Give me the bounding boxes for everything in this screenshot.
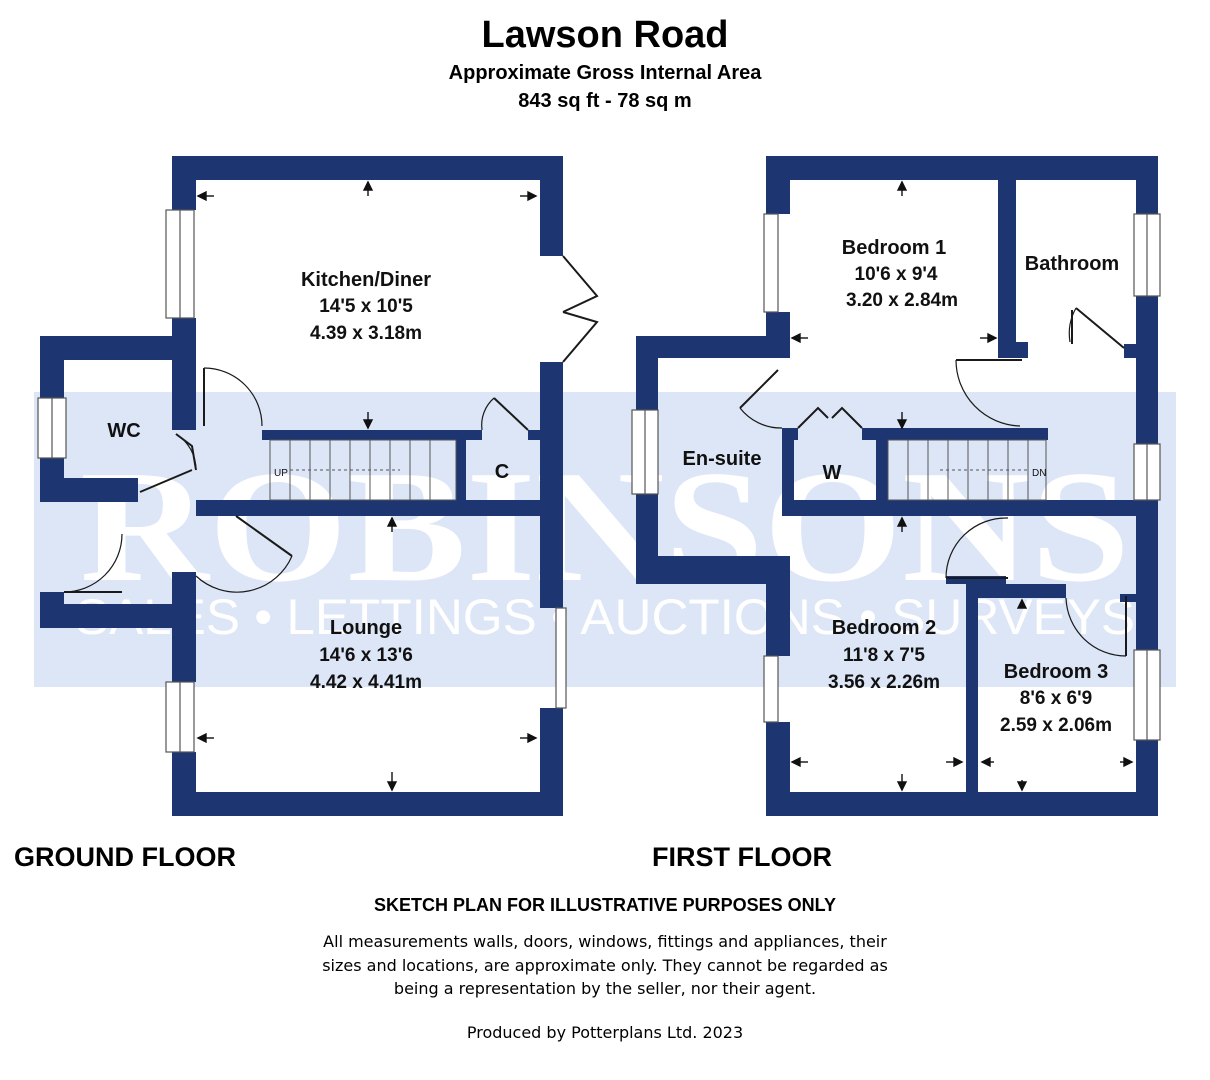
ground-stairs <box>269 439 457 501</box>
kitchen-imperial: 14'5 x 10'5 <box>319 296 413 317</box>
produced-by: Produced by Potterplans Ltd. 2023 <box>466 1023 744 1042</box>
lounge-name: Lounge <box>330 617 402 639</box>
bedroom2-imperial: 11'8 x 7'5 <box>843 645 925 666</box>
ground-floor-label: GROUND FLOOR <box>14 842 236 872</box>
ground-floor-walls <box>40 156 563 816</box>
first-stairs <box>887 439 1047 501</box>
disclaimer-line-1: All measurements walls, doors, windows, … <box>323 932 887 951</box>
ground-floor-doors <box>63 255 599 593</box>
bedroom3-metric: 2.59 x 2.06m <box>1000 715 1112 736</box>
ensuite-name: En-suite <box>683 448 762 470</box>
kitchen-name: Kitchen/Diner <box>301 269 431 291</box>
bedroom2-metric: 3.56 x 2.26m <box>828 672 940 693</box>
lounge-imperial: 14'6 x 13'6 <box>319 645 413 666</box>
bedroom1-name: Bedroom 1 <box>842 237 946 259</box>
plan-title: Lawson Road <box>481 14 729 56</box>
cupboard-name: C <box>495 461 509 483</box>
kitchen-metric: 4.39 x 3.18m <box>310 323 422 344</box>
watermark-brand: ROBINSONS <box>80 437 1130 615</box>
bedroom1-imperial: 10'6 x 9'4 <box>855 264 938 285</box>
bedroom1-metric: 3.20 x 2.84m <box>846 290 958 311</box>
lounge-metric: 4.42 x 4.41m <box>310 672 422 693</box>
gross-area: 843 sq ft - 78 sq m <box>518 90 692 112</box>
watermark-services: SALES • LETTINGS • AUCTIONS • SURVEYS <box>75 589 1135 645</box>
bedroom3-name: Bedroom 3 <box>1004 661 1108 683</box>
bathroom-name: Bathroom <box>1025 253 1119 275</box>
first-floor-windows <box>631 213 1161 741</box>
disclaimer-line-3: being a representation by the seller, no… <box>393 979 817 998</box>
disclaimer-line-2: sizes and locations, are approximate onl… <box>322 956 888 975</box>
bedroom3-imperial: 8'6 x 6'9 <box>1020 688 1092 709</box>
bedroom2-name: Bedroom 2 <box>832 617 936 639</box>
watermark-band <box>34 392 1176 687</box>
first-floor-walls <box>636 156 1158 816</box>
first-stairs-label: DN <box>1032 468 1046 479</box>
ground-floor-windows <box>37 209 567 753</box>
ground-dimension-arrows <box>196 180 538 792</box>
ground-stairs-label: UP <box>274 468 288 479</box>
first-floor-label: FIRST FLOOR <box>652 842 832 872</box>
first-floor-doors <box>739 307 1127 657</box>
disclaimer-title: SKETCH PLAN FOR ILLUSTRATIVE PURPOSES ON… <box>373 895 837 915</box>
wardrobe-name: W <box>823 462 842 484</box>
first-dimension-arrows <box>790 180 1134 792</box>
wc-name: WC <box>107 420 140 442</box>
plan-subtitle: Approximate Gross Internal Area <box>448 62 762 84</box>
